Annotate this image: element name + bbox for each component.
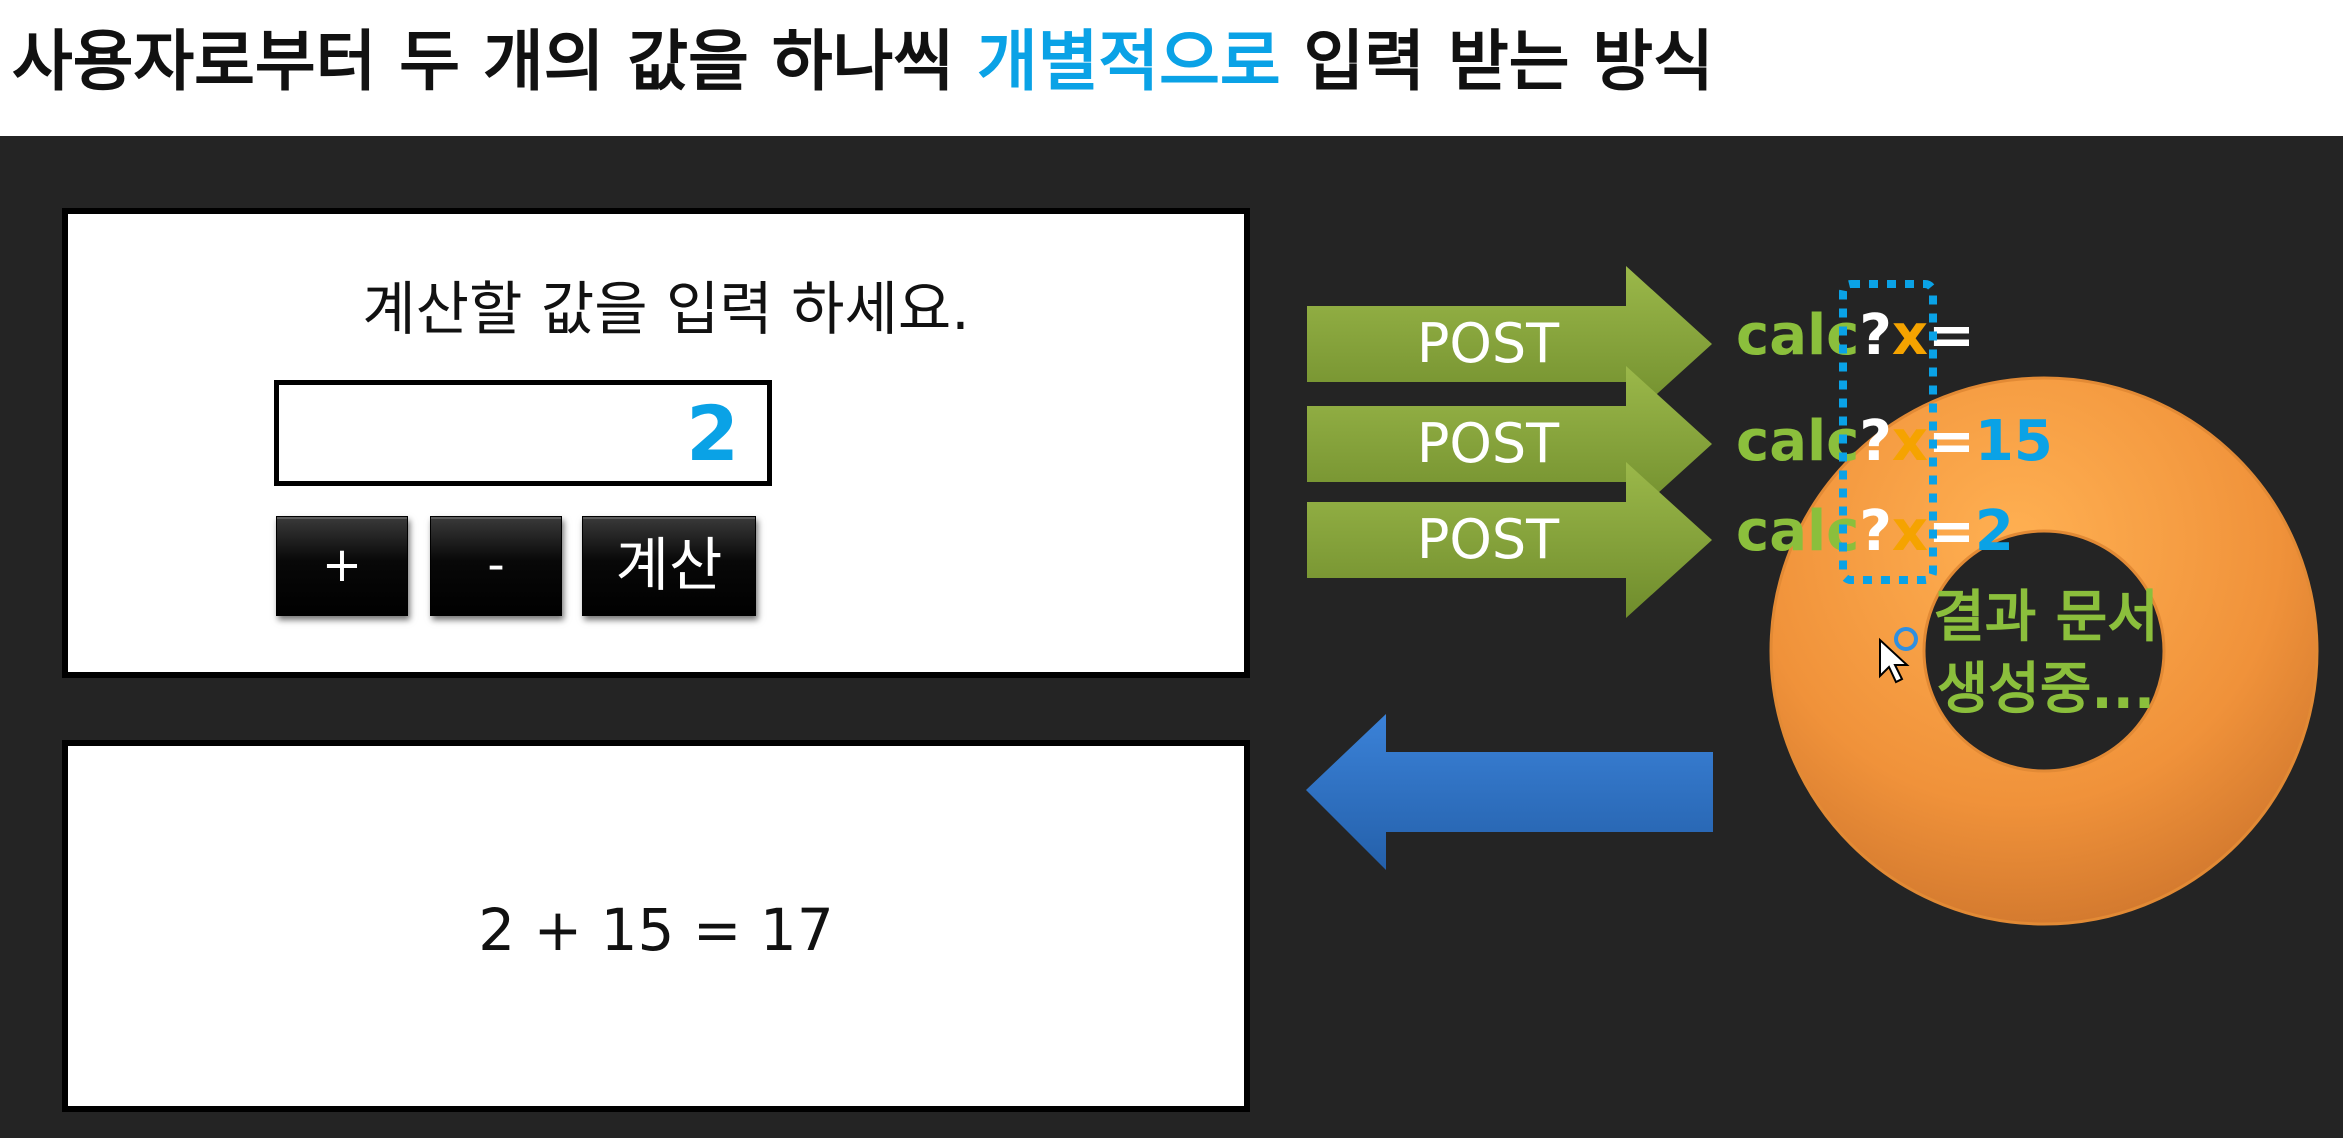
- value-input[interactable]: [274, 380, 772, 486]
- slide-stage: 계산할 값을 입력 하세요. + - 계산 2 + 15 = 17: [0, 136, 2343, 1138]
- result-panel: 2 + 15 = 17: [62, 740, 1250, 1112]
- param-highlight-box: [1839, 280, 1937, 584]
- request-query-3: calc?x=2: [1736, 499, 2014, 564]
- plus-button[interactable]: +: [276, 516, 408, 616]
- query-mark-1: ?: [1859, 303, 1891, 368]
- post-arrow-3: POST: [1307, 462, 1712, 618]
- query-path-1: calc: [1736, 303, 1859, 368]
- slide-title: 사용자로부터 두 개의 값을 하나씩 개별적으로 입력 받는 방식: [12, 18, 1714, 106]
- query-param-1: x: [1892, 303, 1928, 368]
- query-value-2: 15: [1975, 409, 2053, 474]
- query-param-3: x: [1892, 499, 1928, 564]
- server-label-line-2: 생성중...: [1937, 657, 2155, 722]
- form-prompt: 계산할 값을 입력 하세요.: [362, 275, 970, 343]
- response-arrow: [1306, 714, 1713, 870]
- query-value-3: 2: [1975, 499, 2014, 564]
- result-text: 2 + 15 = 17: [478, 896, 834, 964]
- flow-diagram: POST POST POST calc?x= calc?x=15 calc?x=…: [1306, 266, 2319, 926]
- query-path-2: calc: [1736, 409, 1859, 474]
- post-label-2: POST: [1417, 412, 1560, 475]
- title-text-before: 사용자로부터 두 개의 값을 하나씩: [12, 23, 977, 100]
- post-label-3: POST: [1417, 508, 1560, 571]
- query-param-2: x: [1892, 409, 1928, 474]
- server-label-line-1: 결과 문서: [1933, 585, 2159, 650]
- request-query-2: calc?x=15: [1736, 409, 2053, 474]
- query-path-3: calc: [1736, 499, 1859, 564]
- post-label-1: POST: [1417, 312, 1560, 375]
- minus-button[interactable]: -: [430, 516, 562, 616]
- query-mark-3: ?: [1859, 499, 1891, 564]
- slide-header: 사용자로부터 두 개의 값을 하나씩 개별적으로 입력 받는 방식: [0, 0, 2343, 136]
- mouse-cursor-icon: [1879, 627, 1918, 684]
- server-donut: [1769, 376, 2319, 926]
- title-text-after: 입력 받는 방식: [1280, 23, 1714, 100]
- post-arrow-1: POST: [1307, 266, 1712, 422]
- request-query-1: calc?x=: [1736, 303, 1975, 368]
- query-mark-2: ?: [1859, 409, 1891, 474]
- title-highlight: 개별적으로: [976, 23, 1281, 100]
- calculate-button[interactable]: 계산: [582, 516, 756, 616]
- input-form-panel: 계산할 값을 입력 하세요. + - 계산: [62, 208, 1250, 678]
- post-arrow-2: POST: [1307, 366, 1712, 522]
